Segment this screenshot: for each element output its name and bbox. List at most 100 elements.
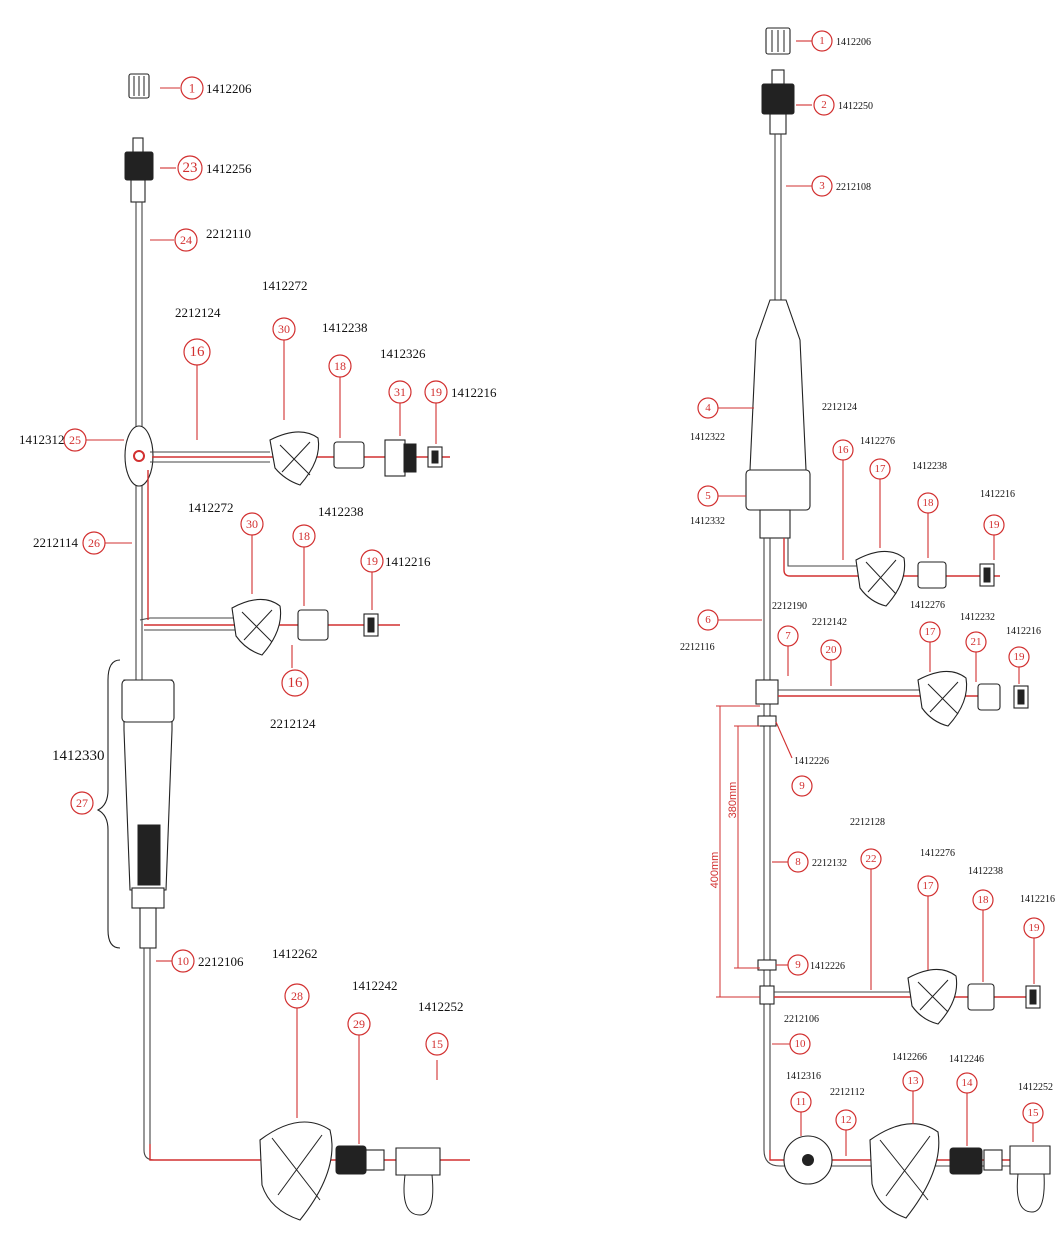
callout-bubble-30: 30 — [272, 317, 296, 341]
callout-bubble-8: 8 — [787, 851, 809, 873]
callout-bubble-15: 15 — [425, 1032, 449, 1056]
part-number-label: 2212128 — [850, 817, 885, 828]
part-number-label: 2212106 — [784, 1014, 819, 1025]
callout-bubble-2: 2 — [813, 94, 835, 116]
outer-dimension-label: 400mm — [709, 852, 721, 889]
part-number-label: 2212124 — [175, 305, 221, 320]
part-number-label: 2212106 — [198, 954, 244, 969]
callout-number: 16 — [288, 675, 304, 691]
callout-bubble-3: 3 — [811, 175, 833, 197]
part-number-label: 1412266 — [892, 1052, 927, 1063]
callout-bubble-4: 4 — [697, 397, 719, 419]
callout-number: 22 — [866, 853, 877, 865]
part-number-label: 2212142 — [812, 617, 847, 628]
callout-circle — [811, 30, 833, 52]
part-number-label: 1412216 — [1020, 894, 1055, 905]
part-number-label: 1412252 — [418, 999, 464, 1014]
callout-circle — [811, 175, 833, 197]
callout-circle — [813, 94, 835, 116]
callout-number: 26 — [88, 536, 100, 550]
callout-number: 15 — [431, 1037, 443, 1051]
callout-bubble-11: 11 — [790, 1091, 812, 1113]
callout-bubble-16: 16 — [281, 669, 309, 697]
callout-number: 19 — [1029, 922, 1041, 934]
callout-number: 7 — [785, 630, 791, 642]
part-number-label: 1412238 — [322, 320, 368, 335]
callout-bubble-19: 19 — [360, 549, 384, 573]
callout-circle — [425, 1032, 449, 1056]
callout-bubble-19: 19 — [983, 514, 1005, 536]
part-number-label: 1412226 — [794, 756, 829, 767]
callout-number: 13 — [908, 1075, 920, 1087]
callout-bubble-30: 30 — [240, 512, 264, 536]
part-number-label: 2212114 — [33, 535, 79, 550]
part-number-label: 1412326 — [380, 346, 426, 361]
part-number-label: 1412322 — [690, 432, 725, 443]
callout-bubble-9: 9 — [791, 775, 813, 797]
callout-bubble-18: 18 — [917, 492, 939, 514]
right-assembly-drawing — [716, 27, 1051, 1219]
callout-number: 30 — [278, 322, 290, 336]
callout-bubble-14: 14 — [956, 1072, 978, 1094]
callout-circle — [787, 954, 809, 976]
part-number-label: 1412252 — [1018, 1082, 1053, 1093]
callout-number: 19 — [1014, 651, 1026, 663]
callout-bubble-29: 29 — [347, 1012, 371, 1036]
callout-bubble-19: 19 — [1023, 917, 1045, 939]
callout-bubble-16: 16 — [183, 338, 211, 366]
left-callouts: 1 1412206 23 1412256 24 2212110 2212124 … — [19, 76, 497, 1144]
callout-number: 9 — [795, 959, 801, 971]
callout-number: 5 — [705, 490, 711, 502]
callout-number: 17 — [923, 880, 935, 892]
callout-bubble-21: 21 — [965, 631, 987, 653]
callout-bubble-7: 7 — [777, 625, 799, 647]
callout-circle — [787, 851, 809, 873]
callout-number: 19 — [989, 519, 1001, 531]
callout-number: 3 — [819, 180, 825, 192]
right-callouts: 1 1412206 2 1412250 3 2212108 4 1412322 … — [680, 30, 1055, 1156]
callout-number: 25 — [69, 433, 81, 447]
part-number-label: 2212110 — [206, 226, 251, 241]
callout-bubble-25: 25 — [63, 428, 87, 452]
part-number-label: 2212112 — [830, 1087, 865, 1098]
callout-bubble-20: 20 — [820, 639, 842, 661]
callout-circle — [174, 228, 198, 252]
callout-bubble-10: 10 — [789, 1033, 811, 1055]
callout-bubble-16: 16 — [832, 439, 854, 461]
part-number-label: 1412262 — [272, 946, 318, 961]
callout-bubble-31: 31 — [388, 380, 412, 404]
callout-number: 24 — [180, 233, 192, 247]
part-number-label: 1412246 — [949, 1054, 984, 1065]
part-number-label: 1412316 — [786, 1071, 821, 1082]
callout-number: 2 — [821, 99, 827, 111]
callout-bubble-18: 18 — [292, 524, 316, 548]
callout-number: 28 — [291, 989, 303, 1003]
callout-number: 23 — [183, 160, 198, 176]
part-number-label: 1412242 — [352, 978, 398, 993]
part-number-label: 1412256 — [206, 161, 252, 176]
callout-bubble-19: 19 — [424, 380, 448, 404]
part-number-label: 2212124 — [270, 716, 316, 731]
callout-circle — [171, 949, 195, 973]
part-number-label: 1412312 — [19, 432, 65, 447]
part-number-label: 1412238 — [968, 866, 1003, 877]
part-number-label: 2212190 — [772, 601, 807, 612]
part-number-label: 2212108 — [836, 182, 871, 193]
part-number-label: 1412206 — [836, 37, 871, 48]
callout-number: 27 — [76, 796, 88, 810]
callout-bubble-17: 17 — [919, 621, 941, 643]
part-number-label: 1412232 — [960, 612, 995, 623]
callout-bubble-15: 15 — [1022, 1102, 1044, 1124]
callout-number: 1 — [189, 81, 196, 96]
part-number-label: 1412276 — [860, 436, 895, 447]
callout-number: 14 — [962, 1077, 974, 1089]
callout-bubble-6: 6 — [697, 609, 719, 631]
part-number-label: 1412332 — [690, 516, 725, 527]
part-number-label: 1412216 — [980, 489, 1015, 500]
callout-number: 10 — [177, 954, 189, 968]
callout-bubble-19: 19 — [1008, 646, 1030, 668]
callout-circle — [791, 775, 813, 797]
callout-circle — [70, 791, 94, 815]
part-number-label: 1412238 — [912, 461, 947, 472]
